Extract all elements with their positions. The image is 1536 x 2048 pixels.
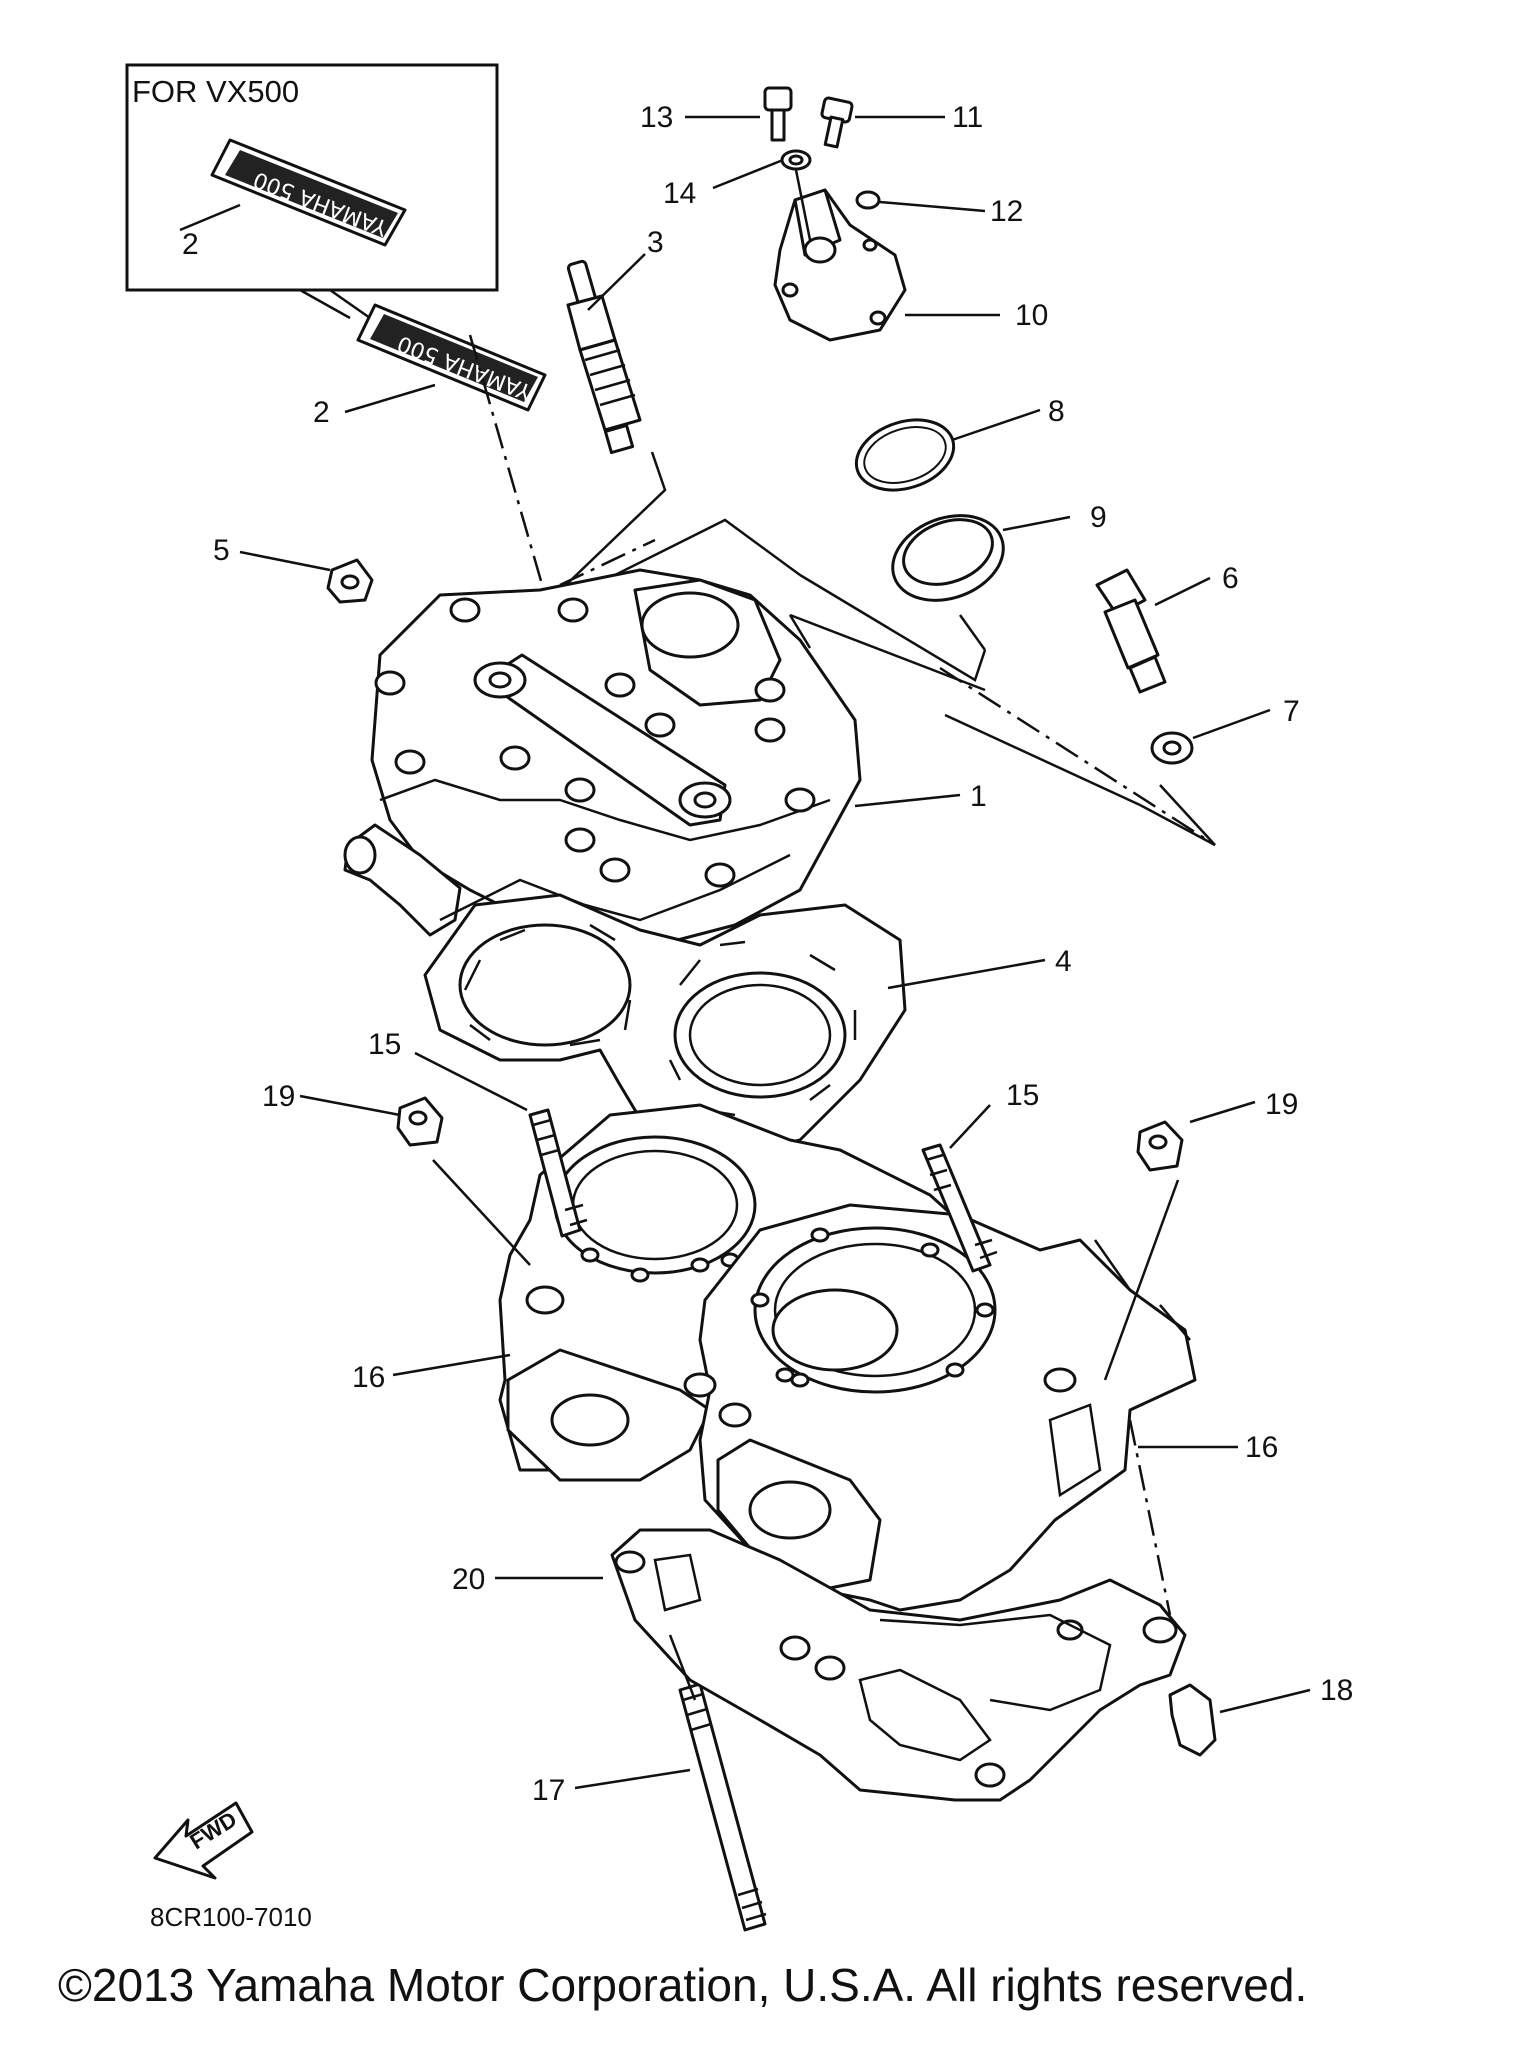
diagram-code: 8CR100-7010 (150, 1902, 312, 1932)
fwd-arrow-icon: FWD (153, 1801, 254, 1880)
cylinder-head (343, 568, 862, 957)
callout-16-right: 16 (1245, 1431, 1278, 1464)
callout-1: 1 (970, 780, 987, 813)
callout-15-left: 15 (368, 1028, 401, 1061)
o-ring (854, 418, 956, 492)
bolt-11 (820, 96, 854, 149)
cylinder-block-front (683, 1203, 1197, 1612)
nut-19-left (396, 1096, 444, 1147)
callout-4: 4 (1055, 945, 1072, 978)
inset-decal: YAMAHA 500 (210, 138, 407, 247)
thermostat-cover (773, 188, 907, 342)
callout-16-left: 16 (352, 1361, 385, 1394)
callout-9: 9 (1090, 501, 1107, 534)
callout-18: 18 (1320, 1674, 1353, 1707)
callout-19-right: 19 (1265, 1088, 1298, 1121)
callout-12: 12 (990, 195, 1023, 228)
temperature-sensor (1095, 568, 1167, 694)
head-gasket (423, 893, 907, 1183)
inset-title: FOR VX500 (132, 74, 299, 109)
callout-6: 6 (1222, 562, 1239, 595)
callout-13: 13 (640, 101, 673, 134)
inset-box: FOR VX500 YAMAHA 500 (125, 63, 499, 320)
callout-2-inset: 2 (182, 228, 199, 261)
callout-11: 11 (952, 101, 983, 134)
washer-7 (1150, 731, 1194, 765)
nut-5 (326, 558, 374, 604)
nut-18 (1168, 1683, 1217, 1757)
copyright-notice: ©2013 Yamaha Motor Corporation, U.S.A. A… (58, 1959, 1308, 2011)
base-gasket (610, 1528, 1187, 1802)
callout-8: 8 (1048, 395, 1065, 428)
stud-15-left (528, 1108, 588, 1238)
callout-2: 2 (313, 396, 330, 429)
washer-14 (780, 149, 812, 171)
callout-3: 3 (647, 226, 664, 259)
nut-19-right (1136, 1120, 1184, 1172)
thermostat (891, 514, 1005, 602)
leader-lines (239, 115, 1311, 1790)
callout-5: 5 (213, 534, 230, 567)
stud-15-right (921, 1143, 998, 1273)
stud-17 (678, 1682, 767, 1932)
callout-labels: 13 11 14 12 3 10 2 2 8 9 5 6 7 1 4 15 15… (182, 101, 1353, 1807)
decal-part: YAMAHA 500 (356, 303, 547, 412)
callout-15-right: 15 (1006, 1079, 1039, 1112)
callout-14: 14 (663, 177, 696, 210)
bolt-13 (763, 86, 793, 142)
callout-7: 7 (1283, 695, 1300, 728)
callout-19-left: 19 (262, 1080, 295, 1113)
callout-17: 17 (532, 1774, 565, 1807)
callout-10: 10 (1015, 299, 1048, 332)
callout-20: 20 (452, 1563, 485, 1596)
washer-12 (855, 190, 881, 210)
spark-plug (566, 259, 642, 455)
